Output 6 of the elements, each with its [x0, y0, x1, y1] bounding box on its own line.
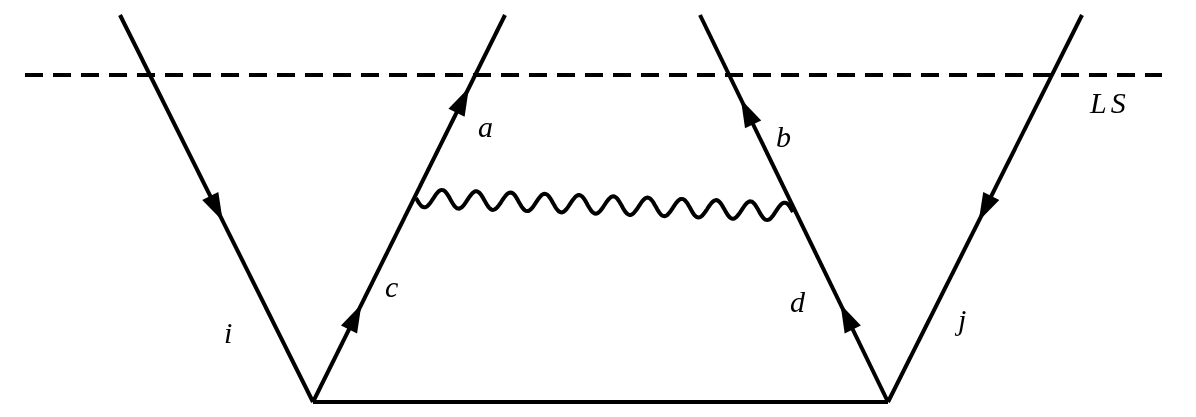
line-label: LS — [1090, 88, 1130, 118]
line-label: a — [478, 112, 497, 142]
line-label: b — [776, 122, 795, 152]
line-label: c — [385, 272, 403, 302]
line-label: i — [224, 318, 237, 348]
line-label: d — [790, 287, 809, 317]
